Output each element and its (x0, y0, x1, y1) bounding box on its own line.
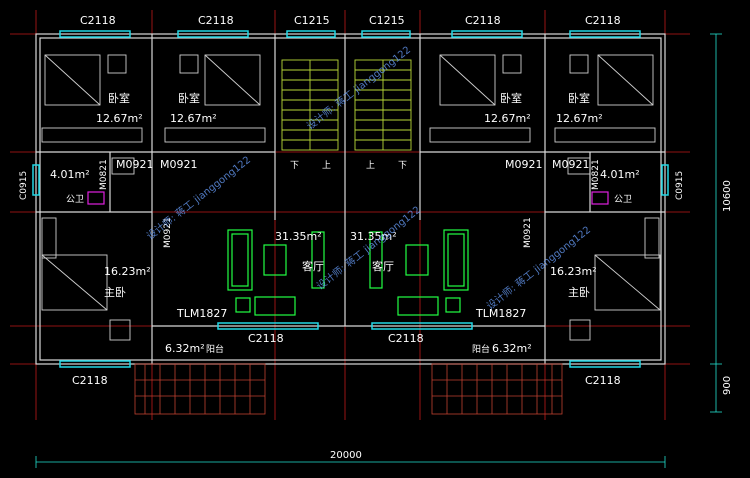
room-name-balcony-left: 阳台 (206, 343, 224, 355)
bed-master-right (569, 254, 661, 341)
stair-labels: 下 上 上 下 (290, 160, 407, 171)
room-name-bedroom-2: 卧室 (178, 91, 200, 105)
window-label-c2118-3: C2118 (465, 14, 501, 27)
door-label-tlm1827-right: TLM1827 (475, 307, 526, 320)
stair-right-up: 上 (366, 160, 375, 171)
watermarks: 设计师: 蒋工 jianggong122 设计师: 蒋工 jianggong12… (144, 43, 593, 312)
door-label-m0821-left: M0821 (99, 159, 109, 190)
dimension-balcony-depth: 900 (722, 376, 733, 395)
room-name-living-left: 客厅 (302, 259, 324, 273)
room-name-bedroom-3: 卧室 (500, 91, 522, 105)
room-name-bath-left: 公卫 (66, 194, 84, 205)
window-label-c2118-1: C2118 (80, 14, 116, 27)
window-labels: C2118 C2118 C1215 C1215 C2118 C2118 C211… (19, 14, 685, 387)
dimension-total-width: 20000 (330, 450, 362, 461)
room-area-balcony-left: 6.32m² (165, 342, 205, 355)
window-label-c2118-7: C2118 (72, 374, 108, 387)
door-label-m0921-3: M0921 (505, 158, 543, 171)
room-name-bedroom-4: 卧室 (568, 91, 590, 105)
bathroom-fixtures (87, 157, 609, 205)
room-area-bath-right: 4.01m² (600, 168, 640, 181)
door-labels: M0921 M0921 M0921 M0921 M0921 M0921 M082… (99, 158, 601, 320)
bed-bedroom-1 (44, 54, 127, 106)
living-room-right-furniture (369, 229, 469, 316)
room-name-bedroom-1: 卧室 (108, 91, 130, 105)
room-area-balcony-right: 6.32m² (492, 342, 532, 355)
watermark-3: 设计师: 蒋工 jianggong122 (314, 203, 423, 292)
window-label-c2118-2: C2118 (198, 14, 234, 27)
balcony-right (431, 363, 563, 415)
living-room-left-furniture (227, 229, 325, 316)
room-name-living-right: 客厅 (372, 259, 394, 273)
room-area-living-right: 31.35m² (350, 230, 397, 243)
stair-right (354, 59, 412, 151)
bed-bedroom-4 (569, 54, 654, 106)
door-label-m0921-2: M0921 (160, 158, 198, 171)
stair-left-up: 上 (322, 160, 331, 171)
room-area-living-left: 31.35m² (275, 230, 322, 243)
door-label-m0921-4: M0921 (552, 158, 590, 171)
windows (32, 30, 669, 368)
dimension-lines (35, 33, 722, 468)
walls (35, 33, 666, 365)
window-label-c1215-2: C1215 (369, 14, 405, 27)
stair-right-down: 下 (398, 161, 407, 171)
window-label-c2118-6: C2118 (388, 332, 424, 345)
room-area-bath-left: 4.01m² (50, 168, 90, 181)
stair-left-down: 下 (290, 161, 299, 171)
window-label-c2118-4: C2118 (585, 14, 621, 27)
dimension-labels: 20000 10600 900 (330, 180, 733, 461)
bed-master-left (41, 254, 131, 341)
door-label-tlm1827-left: TLM1827 (176, 307, 227, 320)
room-area-bedroom-2: 12.67m² (170, 112, 217, 125)
wardrobes (41, 127, 660, 259)
dimension-total-depth: 10600 (722, 180, 733, 212)
room-area-bedroom-1: 12.67m² (96, 112, 143, 125)
watermark-1: 设计师: 蒋工 jianggong122 (304, 43, 413, 132)
room-area-master-right: 16.23m² (550, 265, 597, 278)
window-label-c1215-1: C1215 (294, 14, 330, 27)
room-area-master-left: 16.23m² (104, 265, 151, 278)
room-area-bedroom-3: 12.67m² (484, 112, 531, 125)
door-label-m0921-5: M0921 (163, 217, 173, 248)
door-label-m0921-1: M0921 (116, 158, 154, 171)
window-label-c2118-5: C2118 (248, 332, 284, 345)
window-label-c2118-8: C2118 (585, 374, 621, 387)
door-label-m0921-6: M0921 (523, 217, 533, 248)
bed-bedroom-3 (439, 54, 522, 106)
room-name-master-left: 主卧 (104, 286, 126, 299)
room-name-master-right: 主卧 (568, 286, 590, 299)
door-label-m0821-right: M0821 (591, 159, 601, 190)
room-area-bedroom-4: 12.67m² (556, 112, 603, 125)
balcony-left (134, 363, 266, 415)
stair-left (281, 59, 339, 151)
window-label-c0915-left: C0915 (19, 171, 29, 200)
window-label-c0915-right: C0915 (675, 171, 685, 200)
room-labels: 卧室 12.67m² 卧室 12.67m² 卧室 12.67m² 卧室 12.6… (50, 91, 640, 355)
bed-bedroom-2 (179, 54, 261, 106)
room-name-balcony-right: 阳台 (472, 343, 490, 355)
room-name-bath-right: 公卫 (614, 194, 632, 205)
